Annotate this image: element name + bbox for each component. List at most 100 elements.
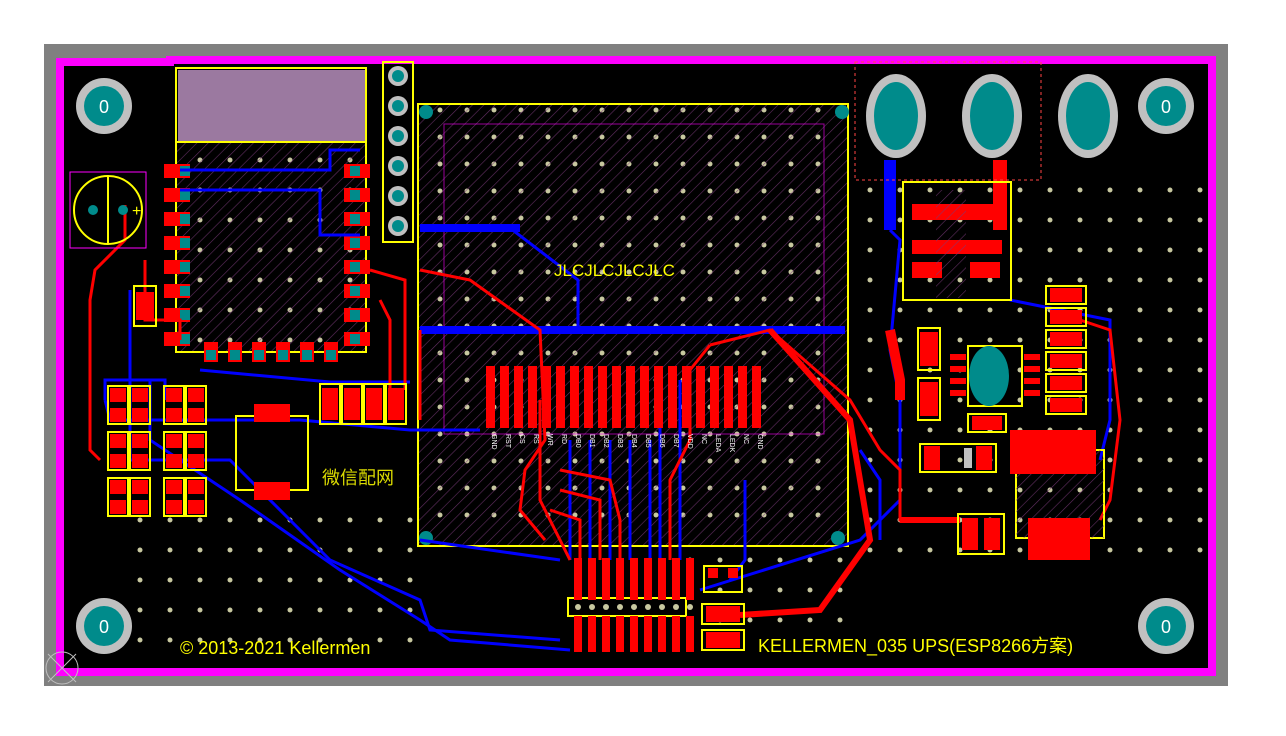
passive-pad [110, 434, 126, 448]
cap-silk-box [69, 171, 147, 249]
via [197, 517, 203, 523]
via [347, 607, 353, 613]
via [867, 397, 873, 403]
fpc-pad [682, 366, 691, 428]
via [987, 337, 993, 343]
via [987, 307, 993, 313]
via [837, 617, 843, 623]
connector-pad-top [616, 558, 624, 600]
esp-pad-core [180, 286, 190, 296]
passive-pad [132, 408, 148, 422]
via [377, 547, 383, 553]
diode-pad-k [976, 446, 992, 470]
fpc-pad [556, 366, 565, 428]
via [1107, 187, 1113, 193]
via [197, 607, 203, 613]
via [1137, 187, 1143, 193]
fpc-pin-label: DB1 [588, 434, 595, 448]
fpc-pad [584, 366, 593, 428]
via [1137, 307, 1143, 313]
via [287, 637, 293, 643]
fpc-pad [710, 366, 719, 428]
charger-pad-4 [970, 262, 1000, 278]
mount-hole [1146, 606, 1186, 646]
connector-pad-bottom [602, 616, 610, 652]
passive-silk [341, 383, 363, 425]
board-outline [56, 56, 1216, 676]
fpc-pad [486, 366, 495, 428]
connector-via [603, 604, 609, 610]
fpc-pin-label: LEDK [728, 434, 735, 453]
via [1137, 547, 1143, 553]
esp-pads [164, 164, 370, 362]
header-pin-hole [392, 100, 404, 112]
via [927, 187, 933, 193]
via [777, 587, 783, 593]
diode-pad-a [924, 446, 940, 470]
passive-silk [129, 477, 151, 517]
fpc-pin-label: GND [756, 434, 763, 450]
passive-silk [185, 431, 207, 471]
cap-pad [88, 205, 98, 215]
passive-silk [957, 513, 1005, 555]
via [407, 637, 413, 643]
via [867, 217, 873, 223]
via [927, 307, 933, 313]
passive-pad [166, 480, 182, 494]
via [867, 337, 873, 343]
via [1197, 457, 1203, 463]
via [1137, 397, 1143, 403]
via [867, 547, 873, 553]
via [257, 577, 263, 583]
passive-pad [188, 480, 204, 494]
passive-silk [185, 385, 207, 425]
via [1197, 187, 1203, 193]
via [1197, 307, 1203, 313]
via [1197, 277, 1203, 283]
connector-pad-bottom [644, 616, 652, 652]
via [747, 617, 753, 623]
header-pin-hole [392, 220, 404, 232]
via [1137, 457, 1143, 463]
cap-pad [118, 205, 128, 215]
fpc-pin-label: DB7 [672, 434, 679, 448]
esp-pad-core [326, 350, 336, 360]
via [927, 487, 933, 493]
copyright-label: © 2013-2021 Kellermen [180, 638, 370, 658]
soic-pin [1024, 366, 1040, 372]
passive-pad [1050, 332, 1082, 346]
passive-silk [163, 477, 185, 517]
via [167, 577, 173, 583]
via [377, 517, 383, 523]
via [1137, 247, 1143, 253]
fpc-pad [612, 366, 621, 428]
passive-silk [385, 383, 407, 425]
passive-pad [188, 408, 204, 422]
fpc-pin-label: DB4 [630, 434, 637, 448]
passive-pad [132, 480, 148, 494]
via [317, 517, 323, 523]
via [167, 607, 173, 613]
via [137, 607, 143, 613]
via [1077, 247, 1083, 253]
via [957, 457, 963, 463]
via [317, 607, 323, 613]
via [347, 517, 353, 523]
passive-silk [163, 431, 185, 471]
esp-pad-core [254, 350, 264, 360]
esp-pad-core [350, 238, 360, 248]
connector-via [645, 604, 651, 610]
via [1197, 547, 1203, 553]
jack-pads [866, 74, 1194, 158]
via [897, 337, 903, 343]
left-passives [107, 285, 207, 517]
mount-hole-label: 0 [1161, 617, 1171, 637]
via [1107, 247, 1113, 253]
fpc-pad [598, 366, 607, 428]
lcd-corner-pad [835, 105, 849, 119]
passive-pad [706, 606, 740, 622]
passive-pad [166, 388, 182, 402]
esp-pad-core [350, 214, 360, 224]
